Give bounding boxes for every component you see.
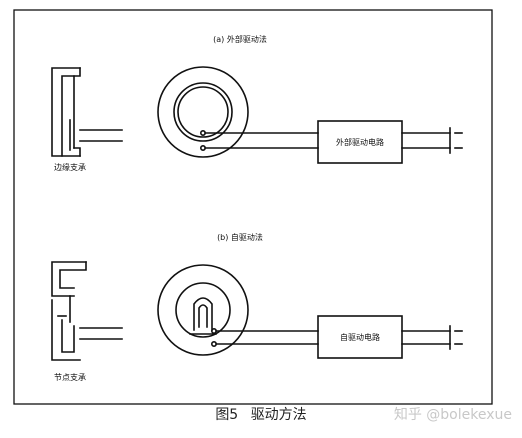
node-support-clamp — [51, 261, 123, 361]
node-support-label: 节点支承 — [54, 372, 86, 382]
external-drive-circuit-label: 外部驱动电路 — [336, 137, 384, 147]
external-drive-circuit-box — [317, 120, 403, 164]
edge-support-label: 边缘支承 — [54, 162, 86, 172]
self-drive-circuit-label: 自驱动电路 — [340, 332, 380, 342]
figure-caption: 图5 驱动方法 — [0, 404, 522, 424]
figure-frame — [13, 9, 493, 405]
figure-number: 图5 — [215, 407, 239, 423]
edge-support-clamp — [51, 67, 123, 157]
output-terminals-a — [401, 127, 463, 154]
self-drive-circuit-box — [317, 315, 403, 359]
piezo-disk-a — [157, 66, 249, 158]
watermark: 知乎 @bolekexue — [393, 407, 512, 423]
lead-wires-b — [215, 330, 319, 345]
lead-wires-a — [204, 132, 319, 149]
figure-title: 驱动方法 — [250, 407, 307, 423]
output-terminals-b — [401, 325, 463, 350]
piezo-disk-b — [157, 264, 249, 356]
panel-a-title: (a) 外部驱动法 — [213, 34, 267, 44]
panel-b-title: (b) 自驱动法 — [217, 232, 263, 242]
